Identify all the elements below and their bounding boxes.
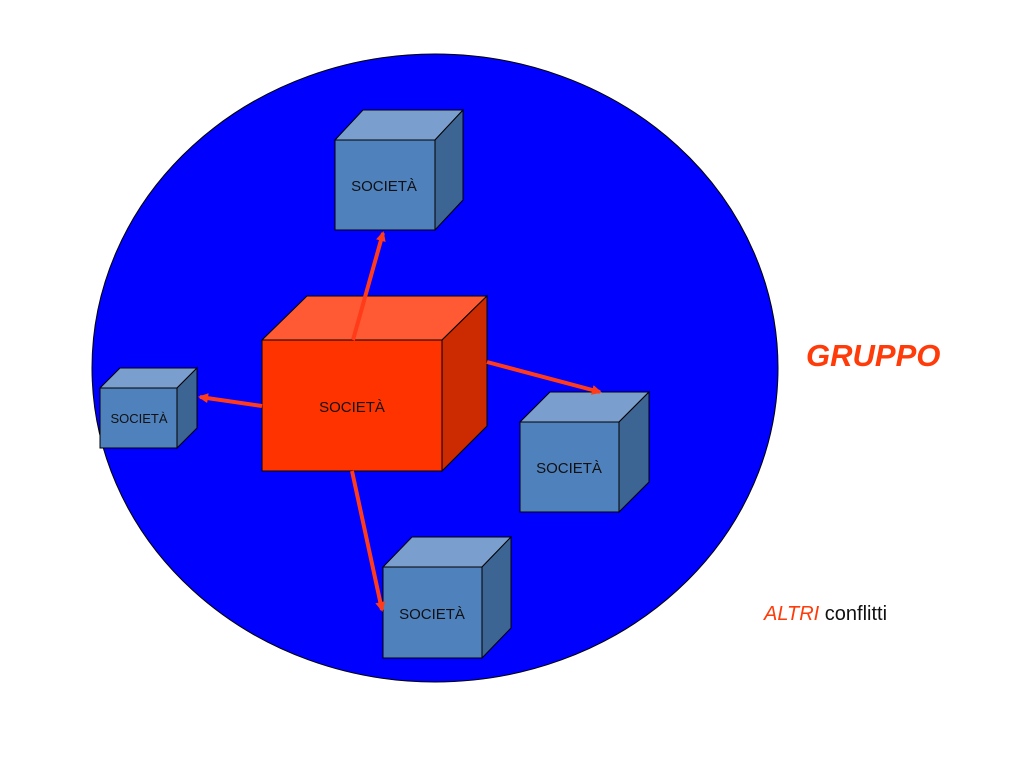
entity-label-right: SOCIETÀ — [536, 460, 602, 477]
caption-emphasis: ALTRI — [764, 603, 820, 625]
caption: ALTRI conflitti — [764, 603, 887, 626]
entity-cube-bottom: SOCIETÀ — [381, 535, 513, 660]
center-entity-label: SOCIETÀ — [319, 399, 385, 416]
arrow-to-right — [486, 360, 602, 395]
center-entity-cube: SOCIETÀ — [260, 294, 489, 473]
entity-label-bottom: SOCIETÀ — [399, 606, 465, 623]
arrow-to-top — [351, 231, 386, 341]
entity-label-left: SOCIETÀ — [110, 411, 167, 426]
entity-cube-right: SOCIETÀ — [518, 390, 651, 514]
entity-cube-left: SOCIETÀ — [98, 366, 199, 450]
group-label: GRUPPO — [806, 338, 941, 373]
arrow-to-bottom — [350, 470, 386, 612]
entity-label-top: SOCIETÀ — [351, 178, 417, 195]
caption-text: conflitti — [824, 603, 888, 625]
arrow-to-left — [198, 393, 263, 408]
entity-cube-top: SOCIETÀ — [333, 108, 465, 232]
